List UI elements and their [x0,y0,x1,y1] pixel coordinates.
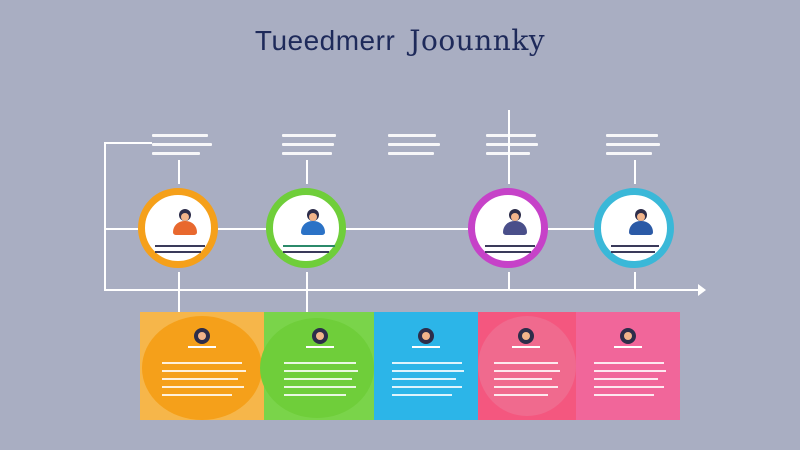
node-tick [634,272,636,290]
node-tick [306,290,308,312]
connector-line [346,228,468,230]
stage-note [388,134,458,161]
node-tick [508,272,510,290]
connector-line [104,228,138,230]
stage-note [486,134,556,161]
node-tick [306,160,308,184]
person-icon [620,328,636,344]
timeline-vertical-axis [104,142,106,290]
node-tick [306,272,308,290]
stage-node-2 [266,188,346,268]
card-2 [260,312,374,420]
card-3 [374,312,478,420]
person-icon [418,328,434,344]
node-tick [178,160,180,184]
title-word-2: Joounnky [409,24,546,57]
node-tick [178,290,180,312]
stage-cards [140,312,680,420]
connector-line [218,228,266,230]
person-icon [194,328,210,344]
person-icon [629,209,653,235]
card-1 [140,312,264,420]
diagram-title: Tueedmerr Joounnky [0,24,800,57]
node-tick [178,272,180,290]
stage-note [606,134,676,161]
person-icon [503,209,527,235]
person-icon [173,209,197,235]
card-5 [576,312,680,420]
timeline-arrow-icon [698,284,706,296]
stage-node-3 [468,188,548,268]
person-icon [518,328,534,344]
person-icon [301,209,325,235]
node-tick [508,110,510,184]
title-word-1: Tueedmerr [254,25,396,56]
node-tick [634,160,636,184]
person-icon [312,328,328,344]
stage-node-1 [138,188,218,268]
connector-line [548,228,594,230]
timeline-axis [104,289,700,291]
stage-note [282,134,352,161]
timeline-top-bracket [104,142,152,144]
card-4 [478,312,576,420]
stage-node-4 [594,188,674,268]
stage-note [152,134,222,161]
